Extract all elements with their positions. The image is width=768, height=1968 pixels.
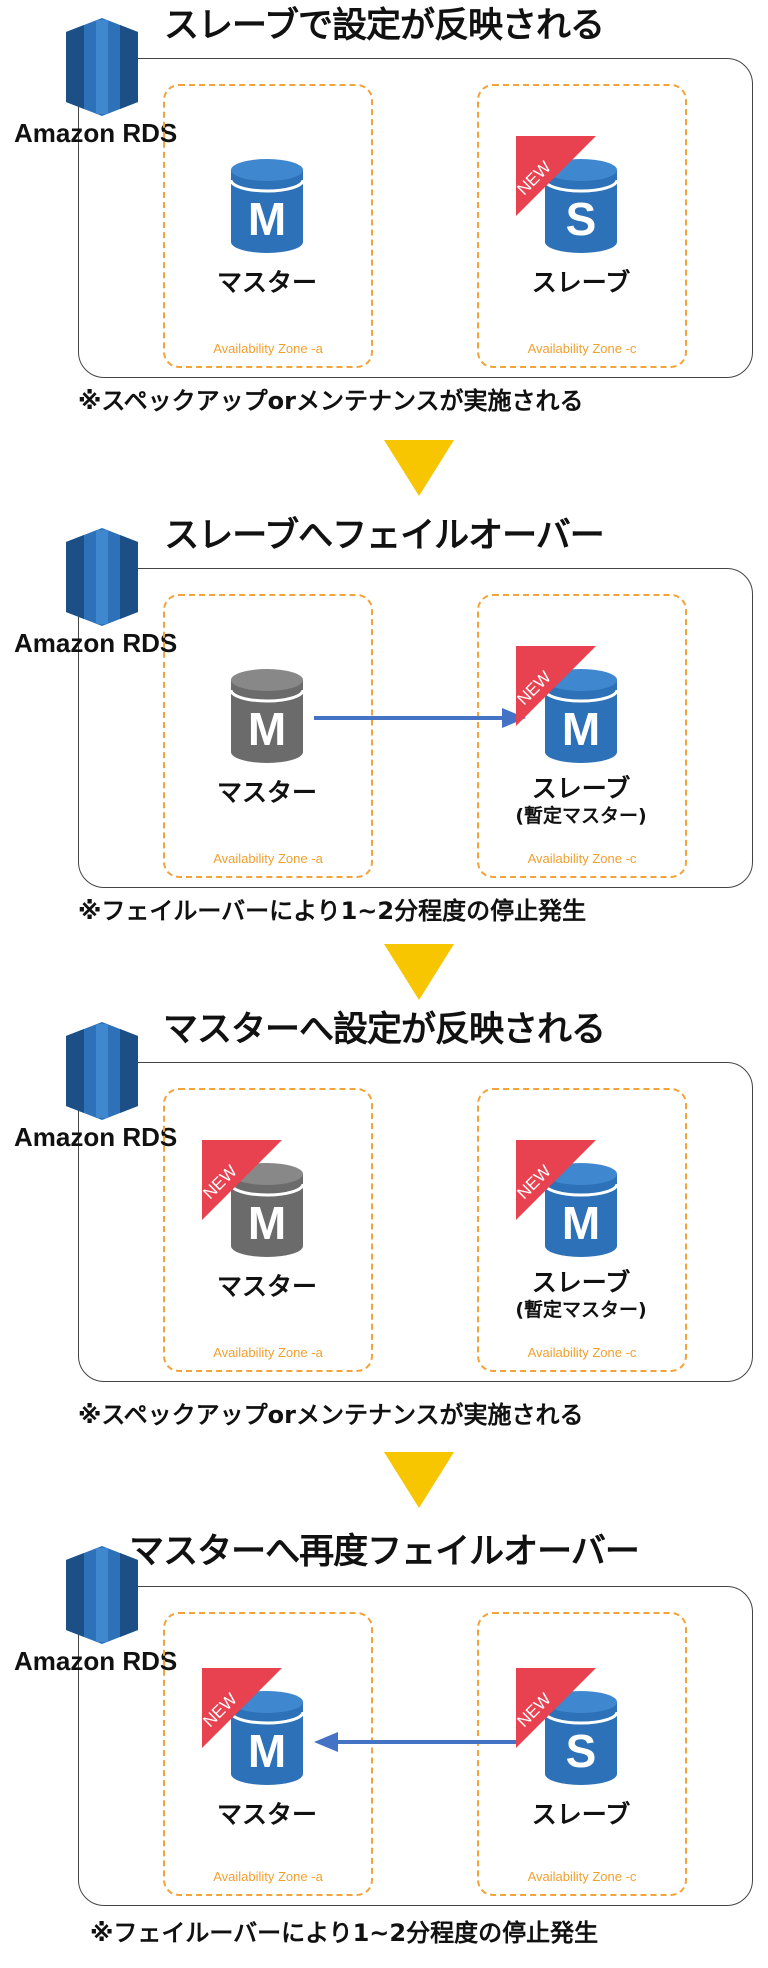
master-label: マスター bbox=[216, 268, 317, 297]
zone-label: Availability Zone -c bbox=[527, 341, 637, 356]
slave-label: スレーブ bbox=[531, 1800, 631, 1829]
rds-frame bbox=[78, 568, 753, 888]
slave-db-icon: M bbox=[543, 669, 619, 763]
db-letter: M bbox=[248, 1725, 286, 1777]
down-arrow-icon bbox=[384, 440, 454, 496]
temp-master-label: (暫定マスター) bbox=[515, 805, 647, 827]
slave-db-icon: M bbox=[543, 1163, 619, 1257]
down-arrow-icon bbox=[384, 1452, 454, 1508]
new-badge-icon: NEW bbox=[202, 1140, 282, 1220]
zone-label: Availability Zone -a bbox=[213, 1869, 323, 1884]
master-db-icon: M bbox=[229, 159, 305, 253]
rds-logo-icon bbox=[66, 1546, 138, 1644]
zone-label: Availability Zone -a bbox=[213, 1345, 323, 1360]
rds-logo-icon bbox=[66, 528, 138, 626]
rds-frame bbox=[78, 58, 753, 378]
step-3-note: ※スペックアップorメンテナンスが実施される bbox=[78, 1401, 584, 1429]
rds-label: Amazon RDS bbox=[14, 1122, 178, 1152]
availability-zone-a: Availability Zone -a bbox=[163, 594, 373, 878]
new-badge-icon: NEW bbox=[516, 136, 596, 216]
rds-logo-icon bbox=[66, 1022, 138, 1120]
rds-frame bbox=[78, 1062, 753, 1382]
failover-arrow-icon bbox=[314, 708, 526, 728]
step-1-note: ※スペックアップorメンテナンスが実施される bbox=[78, 387, 584, 415]
availability-zone-a: Availability Zone -a bbox=[163, 1612, 373, 1896]
db-letter: M bbox=[562, 1197, 600, 1249]
master-label: マスター bbox=[216, 778, 317, 807]
slave-label: スレーブ bbox=[531, 268, 631, 297]
failback-arrow-icon bbox=[314, 1732, 516, 1752]
step-2-title: スレーブへフェイルオーバー bbox=[164, 516, 605, 556]
rds-label: Amazon RDS bbox=[14, 118, 178, 148]
zone-label: Availability Zone -c bbox=[527, 1869, 637, 1884]
db-letter: S bbox=[566, 1725, 597, 1777]
new-badge-icon: NEW bbox=[202, 1668, 282, 1748]
db-letter: S bbox=[566, 193, 597, 245]
availability-zone-c: Availability Zone -c bbox=[477, 84, 687, 368]
slave-label: スレーブ bbox=[531, 1268, 631, 1297]
rds-frame bbox=[78, 1586, 753, 1906]
db-letter: M bbox=[248, 703, 286, 755]
zone-label: Availability Zone -a bbox=[213, 341, 323, 356]
availability-zone-c: Availability Zone -c bbox=[477, 1088, 687, 1372]
step-1-title: スレーブで設定が反映される bbox=[164, 6, 605, 46]
new-badge-icon: NEW bbox=[516, 646, 596, 726]
db-letter: M bbox=[248, 1197, 286, 1249]
availability-zone-a: Availability Zone -a bbox=[163, 1088, 373, 1372]
rds-label: Amazon RDS bbox=[14, 1646, 178, 1676]
availability-zone-c: Availability Zone -c bbox=[477, 594, 687, 878]
slave-db-icon: S bbox=[543, 159, 619, 253]
zone-label: Availability Zone -c bbox=[527, 1345, 637, 1360]
master-db-icon: M bbox=[229, 669, 305, 763]
step-4-title: マスターへ再度フェイルオーバー bbox=[129, 1532, 640, 1572]
step-2-note: ※フェイルーバーにより1~2分程度の停止発生 bbox=[78, 897, 587, 925]
step-3-title: マスターへ設定が反映される bbox=[162, 1010, 606, 1050]
master-label: マスター bbox=[216, 1272, 317, 1301]
step-4-note: ※フェイルーバーにより1~2分程度の停止発生 bbox=[90, 1919, 599, 1947]
zone-label: Availability Zone -a bbox=[213, 851, 323, 866]
rds-label: Amazon RDS bbox=[14, 628, 178, 658]
new-badge-icon: NEW bbox=[516, 1140, 596, 1220]
temp-master-label: (暫定マスター) bbox=[515, 1299, 647, 1321]
new-badge-icon: NEW bbox=[516, 1668, 596, 1748]
slave-label: スレーブ bbox=[531, 774, 631, 803]
zone-label: Availability Zone -c bbox=[527, 851, 637, 866]
down-arrow-icon bbox=[384, 944, 454, 1000]
slave-db-icon: S bbox=[543, 1691, 619, 1785]
availability-zone-c: Availability Zone -c bbox=[477, 1612, 687, 1896]
db-letter: M bbox=[248, 193, 286, 245]
master-label: マスター bbox=[216, 1800, 317, 1829]
db-letter: M bbox=[562, 703, 600, 755]
availability-zone-a: Availability Zone -a bbox=[163, 84, 373, 368]
rds-logo-icon bbox=[66, 18, 138, 116]
